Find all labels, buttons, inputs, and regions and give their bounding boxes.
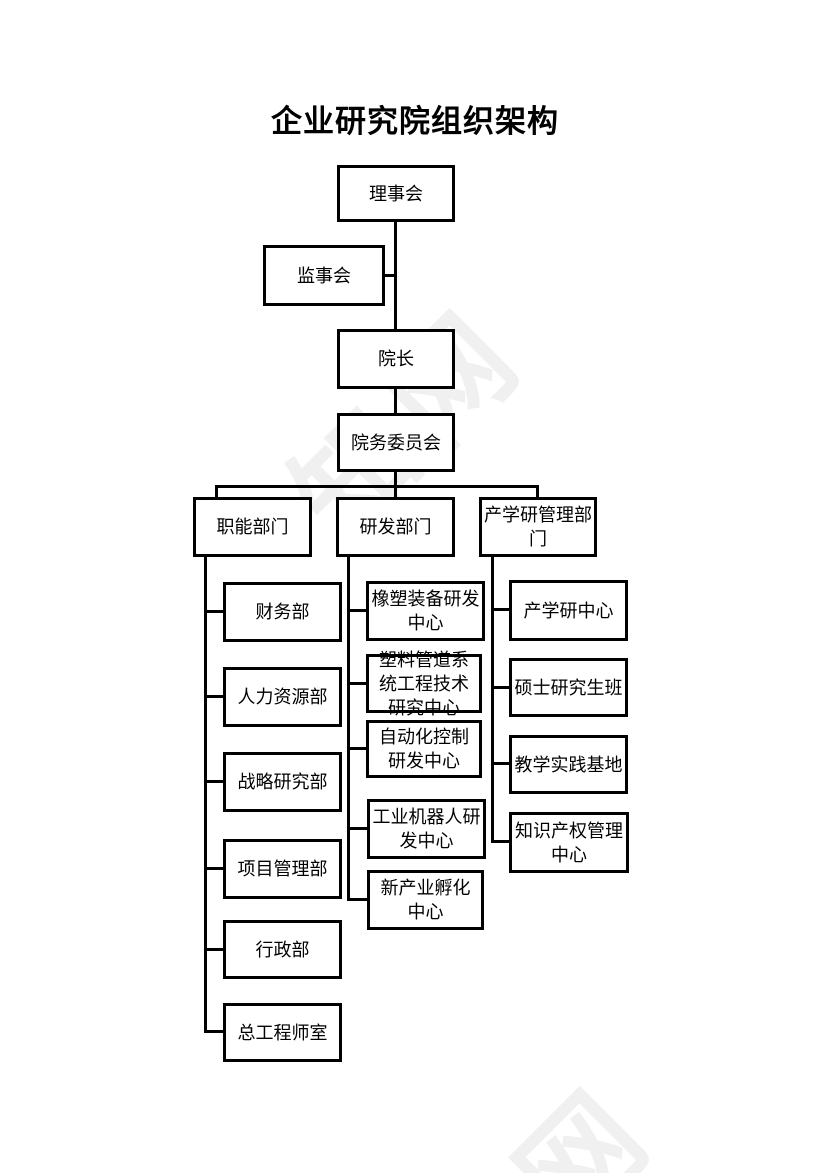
node-plastic-pipeline-engineering-center: 塑料管道系统工程技术研究中心 bbox=[366, 650, 482, 718]
connector-drop-functional bbox=[215, 485, 218, 498]
stub-pipeline bbox=[347, 682, 366, 685]
node-label: 人力资源部 bbox=[237, 687, 328, 707]
connector-branches-horizontal bbox=[215, 485, 539, 488]
node-iur-management-dept: 产学研管理部门 bbox=[479, 497, 597, 557]
stub-iur-center bbox=[491, 608, 509, 611]
node-label: 职能部门 bbox=[216, 517, 289, 537]
node-finance-dept: 财务部 bbox=[223, 582, 342, 642]
node-teaching-practice-base: 教学实践基地 bbox=[509, 735, 628, 794]
stub-incubation bbox=[347, 898, 367, 901]
node-label: 产学研管理部门 bbox=[484, 505, 592, 549]
node-rd-departments: 研发部门 bbox=[336, 497, 455, 557]
node-label: 自动化控制研发中心 bbox=[379, 727, 469, 771]
node-label: 教学实践基地 bbox=[514, 754, 623, 775]
node-automation-control-rd-center: 自动化控制研发中心 bbox=[366, 720, 482, 778]
node-label: 研发部门 bbox=[359, 517, 432, 537]
node-label: 硕士研究生班 bbox=[514, 677, 623, 698]
node-board-of-directors: 理事会 bbox=[337, 165, 455, 222]
stub-hr bbox=[204, 695, 223, 698]
connector-dean-to-committee bbox=[394, 389, 397, 413]
node-label: 产学研中心 bbox=[523, 600, 614, 621]
node-chief-engineer-office: 总工程师室 bbox=[223, 1003, 342, 1062]
node-label: 行政部 bbox=[255, 939, 310, 960]
node-ip-management-center: 知识产权管理中心 bbox=[509, 812, 629, 873]
node-rubber-plastic-equipment-rd-center: 橡塑装备研发中心 bbox=[366, 581, 485, 641]
node-industrial-robot-rd-center: 工业机器人研发中心 bbox=[367, 799, 486, 859]
spine-rd bbox=[347, 557, 350, 901]
page-title: 企业研究院组织架构 bbox=[271, 104, 559, 139]
node-institute-council: 院务委员会 bbox=[337, 413, 455, 472]
watermark-text-bottom: 知网 bbox=[377, 1038, 687, 1173]
node-project-management-dept: 项目管理部 bbox=[223, 839, 342, 899]
node-label: 院长 bbox=[378, 349, 414, 369]
node-supervisory-board: 监事会 bbox=[263, 245, 385, 306]
node-functional-departments: 职能部门 bbox=[193, 497, 312, 557]
node-new-industry-incubation-center: 新产业孵化中心 bbox=[367, 870, 484, 930]
stub-project bbox=[204, 867, 223, 870]
stub-strategy bbox=[204, 780, 223, 783]
stub-finance bbox=[204, 610, 223, 613]
node-label: 监事会 bbox=[297, 265, 351, 286]
node-label: 总工程师室 bbox=[237, 1022, 328, 1043]
node-label: 塑料管道系统工程技术研究中心 bbox=[379, 649, 469, 718]
stub-administration bbox=[204, 948, 223, 951]
spine-iur bbox=[491, 557, 494, 843]
stub-teaching-base bbox=[491, 762, 509, 765]
node-label: 理事会 bbox=[369, 183, 423, 204]
node-hr-dept: 人力资源部 bbox=[223, 667, 342, 727]
node-label: 新产业孵化中心 bbox=[380, 878, 471, 922]
stub-automation bbox=[347, 747, 366, 750]
stub-rubber-plastic bbox=[347, 609, 366, 612]
connector-committee-down bbox=[394, 472, 397, 486]
stub-chief-engineer bbox=[204, 1030, 223, 1033]
stub-robot bbox=[347, 827, 367, 830]
node-label: 战略研究部 bbox=[237, 772, 328, 792]
stub-master-class bbox=[491, 686, 509, 689]
node-label: 知识产权管理中心 bbox=[515, 820, 623, 865]
connector-drop-rd bbox=[394, 485, 397, 498]
spine-functional bbox=[204, 557, 207, 1033]
node-label: 项目管理部 bbox=[237, 859, 328, 879]
stub-ip-center bbox=[491, 840, 509, 843]
connector-drop-iur bbox=[536, 485, 539, 498]
node-label: 工业机器人研发中心 bbox=[372, 807, 481, 851]
connector-supervisor-stub bbox=[385, 274, 396, 277]
node-label: 院务委员会 bbox=[351, 432, 441, 453]
node-label: 财务部 bbox=[255, 602, 310, 622]
node-strategy-research-dept: 战略研究部 bbox=[223, 752, 342, 812]
node-label: 橡塑装备研发中心 bbox=[371, 589, 480, 633]
node-iur-center: 产学研中心 bbox=[509, 580, 628, 641]
node-dean: 院长 bbox=[337, 329, 455, 389]
node-master-graduate-class: 硕士研究生班 bbox=[509, 658, 628, 717]
node-administration-dept: 行政部 bbox=[223, 920, 342, 979]
